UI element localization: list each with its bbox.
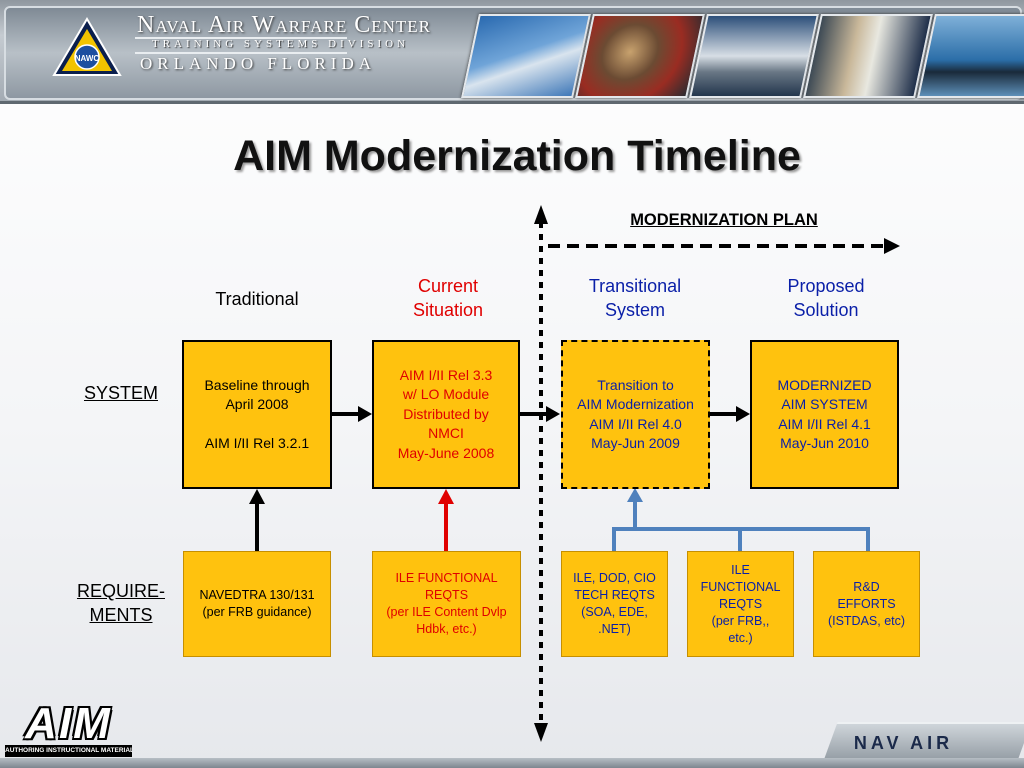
req-box-rnd: R&D EFFORTS (ISTDAS, etc) [813, 551, 920, 657]
system-box-current: AIM I/II Rel 3.3 w/ LO Module Distribute… [372, 340, 520, 489]
title-rule [135, 37, 347, 39]
aim-logo: AIM AUTHORING INSTRUCTIONAL MATERIALS [5, 702, 132, 758]
plan-arrow-head [884, 238, 900, 254]
submarine-photo [917, 14, 1024, 98]
aim-logo-tagline: AUTHORING INSTRUCTIONAL MATERIALS [5, 745, 132, 757]
navair-logo-text: NAV AIR [853, 733, 954, 753]
header-banner: NAWC Naval Air Warfare Center TRAINING S… [0, 0, 1024, 104]
row-label-requirements: REQUIRE-MENTS [76, 581, 165, 625]
divider-arrow-down [534, 723, 548, 742]
pilot-photo [575, 14, 705, 98]
nawc-logo-text: NAWC [75, 54, 100, 63]
req-box-navedtra: NAVEDTRA 130/131 (per FRB guidance) [183, 551, 331, 657]
aim-logo-text: AIM [25, 699, 112, 748]
req-box-ile-current: ILE FUNCTIONAL REQTS (per ILE Content Dv… [372, 551, 521, 657]
blue-requirements-bracket [612, 527, 870, 552]
nawc-logo: NAWC [52, 17, 122, 76]
footer-bar [0, 758, 1024, 768]
req-box-ile-functional: ILE FUNCTIONAL REQTS (per FRB,, etc.) [687, 551, 794, 657]
system-box-baseline: Baseline through April 2008 AIM I/II Rel… [182, 340, 332, 489]
system-box-transition: Transition to AIM Modernization AIM I/II… [561, 340, 710, 489]
divider-arrow-up [534, 205, 548, 224]
org-title: Naval Air Warfare Center [137, 12, 431, 38]
modernization-plan-label: MODERNIZATION PLAN [630, 211, 818, 229]
org-location: ORLANDO FLORIDA [140, 54, 377, 73]
row-label-system: SYSTEM [83, 383, 158, 403]
col-label-traditional: Traditional [215, 289, 299, 309]
sailors-photo [803, 14, 933, 98]
system-box-modernized: MODERNIZED AIM SYSTEM AIM I/II Rel 4.1 M… [750, 340, 899, 489]
fighter-jet-photo [461, 14, 591, 98]
division-rule [135, 52, 347, 54]
org-division: TRAINING SYSTEMS DIVISION [152, 38, 410, 50]
slide-title: AIM Modernization Timeline [233, 132, 801, 180]
req-box-ile-dod: ILE, DOD, CIO TECH REQTS (SOA, EDE, .NET… [561, 551, 668, 657]
ship-photo [689, 14, 819, 98]
